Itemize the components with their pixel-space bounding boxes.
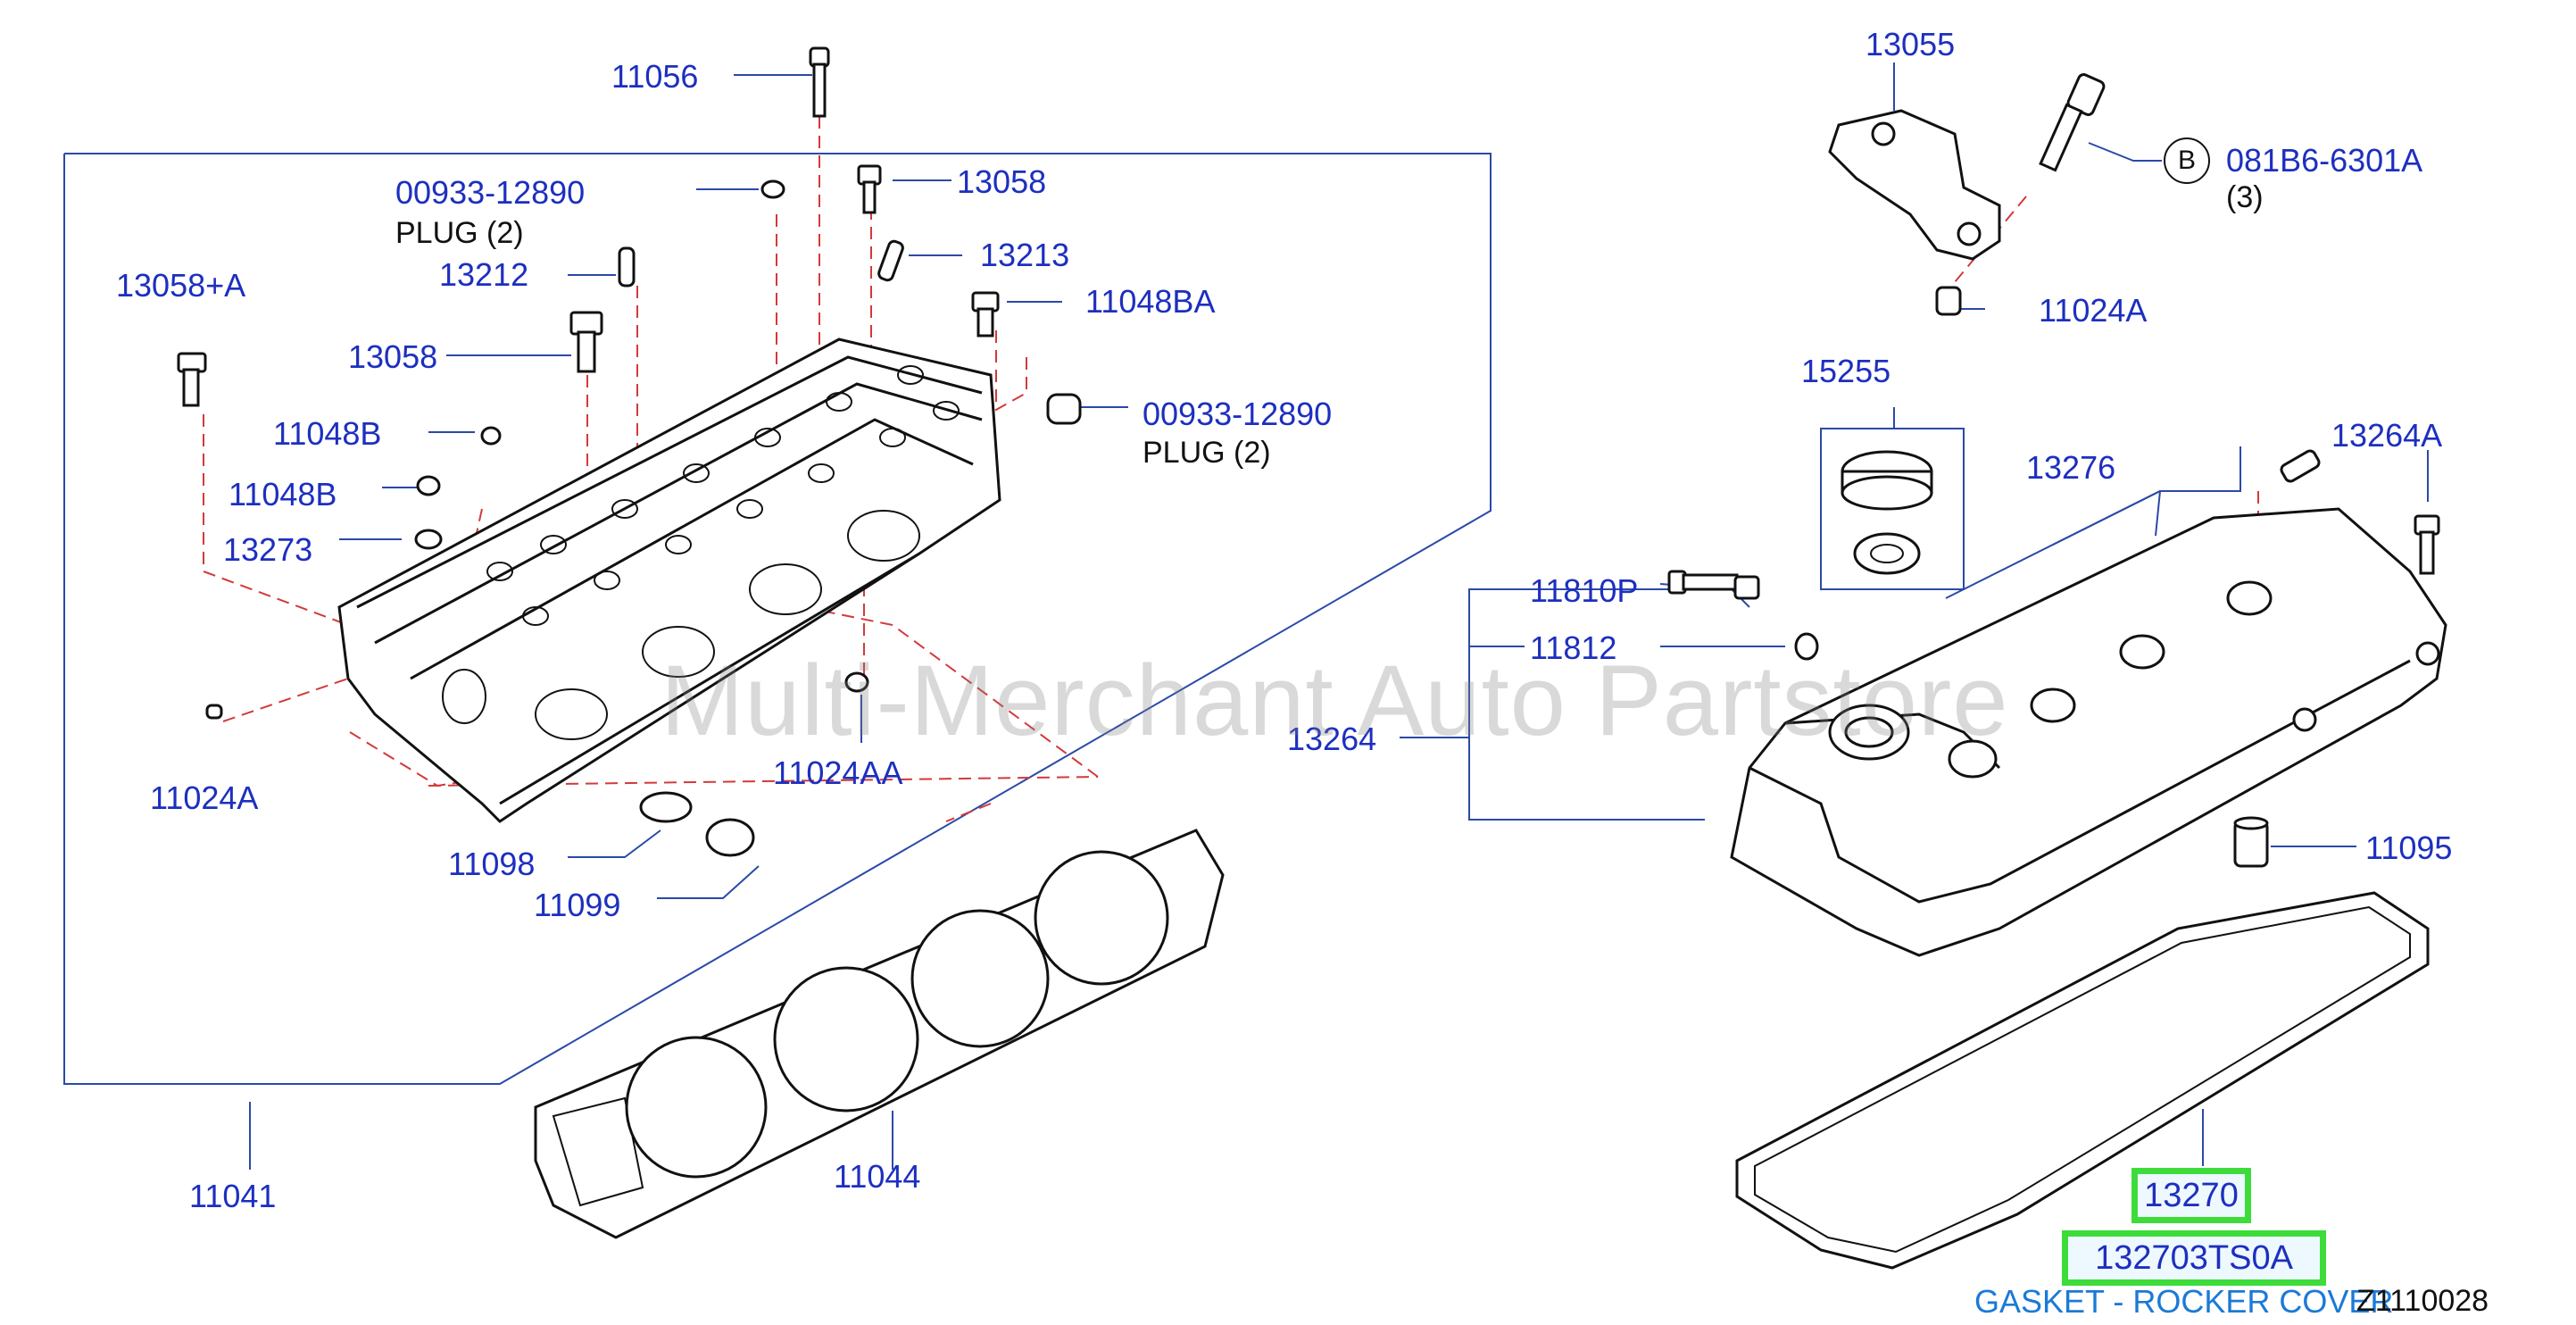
label-00933-12890-b[interactable]: 00933-12890 <box>1143 396 1333 432</box>
label-11048b-2[interactable]: 11048B <box>229 476 337 512</box>
label-13055[interactable]: 13055 <box>1866 26 1956 62</box>
part-description: GASKET - ROCKER COVER <box>1974 1283 2394 1320</box>
label-15255[interactable]: 15255 <box>1801 353 1891 389</box>
label-11024a-left[interactable]: 11024A <box>150 779 259 816</box>
b-circle-icon: B <box>2164 138 2210 184</box>
label-00933-12890-a[interactable]: 00933-12890 <box>395 174 586 211</box>
bracket-shape <box>1828 109 2001 261</box>
rocker-gasket-shape <box>1735 891 2430 1270</box>
label-13058-plus-a[interactable]: 13058+A <box>116 267 246 304</box>
highlight-part-number[interactable]: 13270 <box>2131 1168 2251 1223</box>
diagram-code: Z1110028 <box>2356 1284 2489 1318</box>
label-081b6-6301a[interactable]: 081B6-6301A <box>2226 142 2423 179</box>
label-11810p[interactable]: 11810P <box>1530 572 1639 609</box>
label-13213[interactable]: 13213 <box>980 237 1070 273</box>
rocker-cover-shape <box>1730 507 2447 957</box>
label-11024a-right[interactable]: 11024A <box>2039 292 2148 329</box>
label-11098[interactable]: 11098 <box>448 846 536 882</box>
label-13058-mid[interactable]: 13058 <box>348 338 438 375</box>
label-13273[interactable]: 13273 <box>223 531 313 568</box>
label-11041[interactable]: 11041 <box>189 1178 277 1214</box>
watermark: Multi-Merchant Auto Partstore <box>661 645 2009 756</box>
group-frame-left <box>63 153 1492 1085</box>
label-11812[interactable]: 11812 <box>1530 629 1617 666</box>
label-11044[interactable]: 11044 <box>834 1158 921 1195</box>
label-13264[interactable]: 13264 <box>1287 721 1377 757</box>
label-plug-a: PLUG (2) <box>395 216 524 250</box>
highlight-part-code[interactable]: 132703TS0A <box>2062 1230 2326 1286</box>
label-13276[interactable]: 13276 <box>2026 449 2116 486</box>
label-11095[interactable]: 11095 <box>2365 829 2453 866</box>
label-plug-b: PLUG (2) <box>1143 436 1271 470</box>
label-qty-3: (3) <box>2226 180 2264 214</box>
label-13212[interactable]: 13212 <box>439 256 529 293</box>
label-13264a[interactable]: 13264A <box>2331 417 2443 454</box>
label-11056[interactable]: 11056 <box>611 58 699 95</box>
label-11024aa[interactable]: 11024AA <box>773 754 903 791</box>
cylinder-head-shape <box>337 338 1001 823</box>
label-11099[interactable]: 11099 <box>534 887 621 923</box>
label-13058-top[interactable]: 13058 <box>957 163 1047 200</box>
label-11048b-1[interactable]: 11048B <box>273 415 382 452</box>
label-11048ba[interactable]: 11048BA <box>1085 283 1216 320</box>
